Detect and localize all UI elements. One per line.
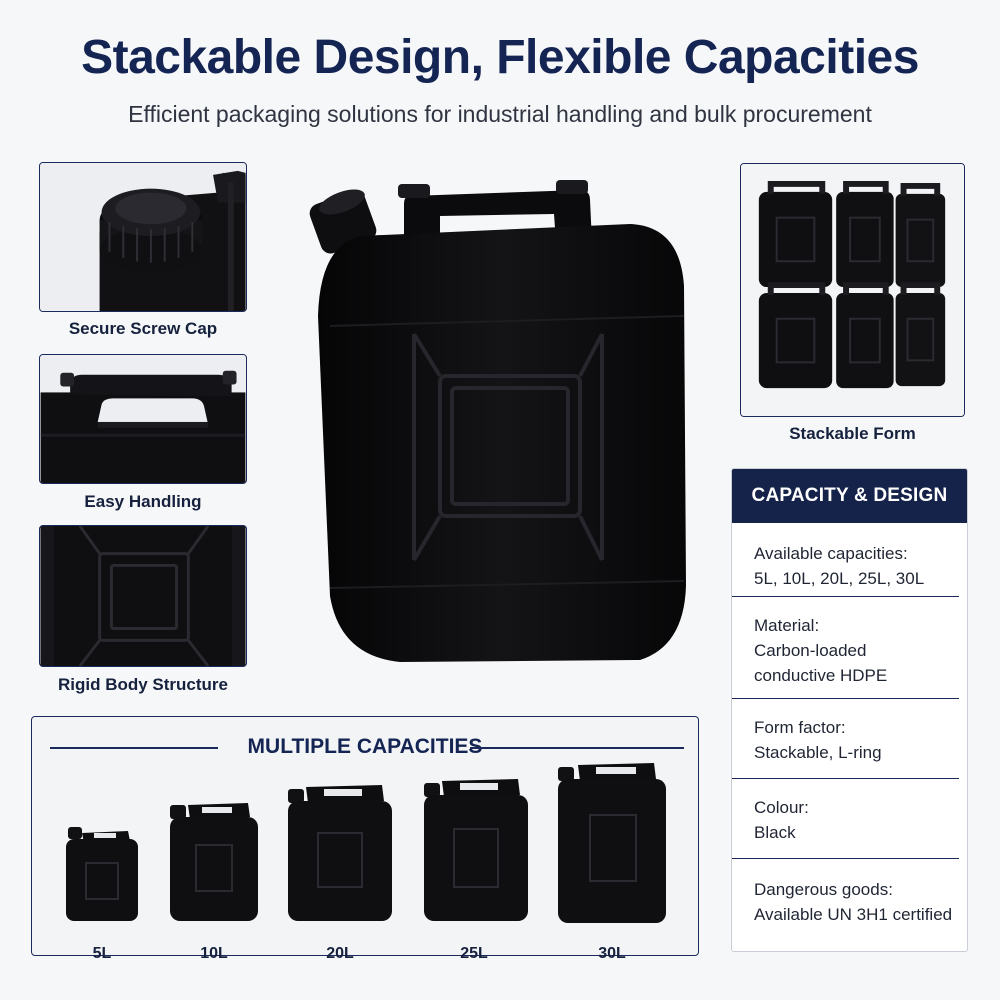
capacities-title: MULTIPLE CAPACITIES [247,735,483,758]
spec-label: Material: [754,616,820,635]
spec-dangerous-goods: Dangerous goods: Available UN 3H1 certif… [732,859,959,949]
spec-value: conductive HDPE [754,666,888,685]
feature-image-body [39,525,247,667]
feature-label-screw-cap: Secure Screw Cap [68,319,218,338]
title-rule-right [470,747,684,749]
title-rule-left [50,747,218,749]
spec-value: 5L, 10L, 20L, 25L, 30L [754,569,925,588]
jerrycan-20l-icon [288,785,392,921]
jerrycan-10l-icon [170,803,258,921]
feature-label-handle: Easy Handling [84,492,202,511]
panel-title: CAPACITY & DESIGN [732,469,967,523]
jerrycan-25l-icon [424,779,528,921]
page-subtitle: Efficient packaging solutions for indust… [128,101,872,127]
jerrycan-30l-icon [558,763,666,923]
body-structure-closeup-image [40,526,246,666]
spec-value: Stackable, L-ring [754,743,882,762]
spec-material: Material: Carbon-loaded conductive HDPE [732,597,959,699]
multiple-capacities-section: MULTIPLE CAPACITIES 5L 10L 20L 25L [31,716,699,962]
size-label-20l: 20L [326,945,354,962]
stackable-form-label: Stackable Form [789,424,916,443]
handle-closeup-image [40,355,246,483]
stackable-form-image [740,163,965,417]
capacity-design-panel: CAPACITY & DESIGN Available capacities: … [731,468,968,952]
spec-label: Form factor: [754,718,846,737]
feature-image-screw-cap [39,162,247,312]
spec-label: Dangerous goods: [754,880,893,899]
feature-label-body: Rigid Body Structure [57,675,228,694]
hero-jerrycan-image [300,176,700,666]
screw-cap-closeup-image [40,163,246,311]
spec-form-factor: Form factor: Stackable, L-ring [732,699,959,779]
spec-colour: Colour: Black [732,779,959,859]
jerrycan-icon [309,180,686,662]
size-label-25l: 25L [460,945,488,962]
spec-value: Carbon-loaded [754,641,867,660]
spec-capacities: Available capacities: 5L, 10L, 20L, 25L,… [732,523,959,597]
size-label-10l: 10L [200,945,228,962]
spec-label: Available capacities: [754,544,908,563]
jerrycan-5l-icon [66,827,138,921]
feature-image-handle [39,354,247,484]
spec-value: Black [754,823,796,842]
size-label-30l: 30L [598,945,626,962]
stacked-jerrycans-icon [741,164,964,416]
page-title: Stackable Design, Flexible Capacities [81,31,919,84]
spec-value: Available UN 3H1 certified [754,905,953,924]
spec-label: Colour: [754,798,809,817]
size-label-5l: 5L [92,945,112,962]
